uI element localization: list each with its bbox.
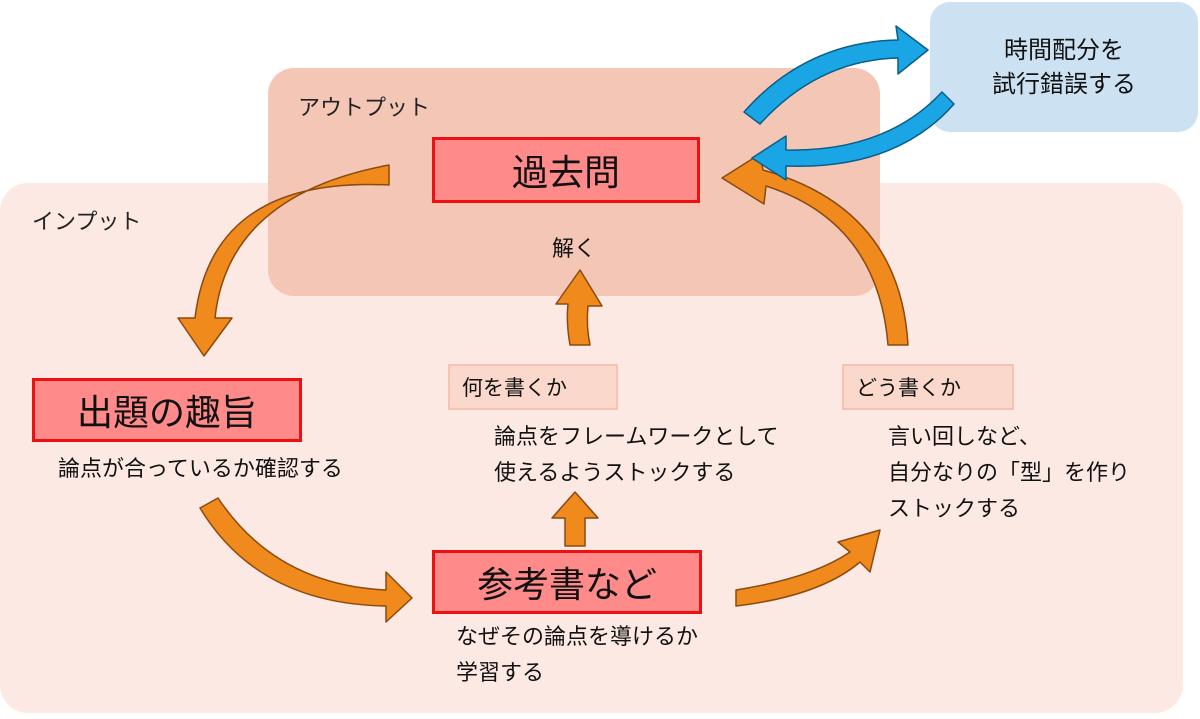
dou-desc-line-2: 自分なりの「型」を作り: [888, 461, 1131, 486]
kakomon-node: 過去問: [432, 137, 700, 203]
arrow-to-time-box: [743, 25, 929, 125]
nani-description: 論点をフレームワークとして 使えるようストックする: [494, 420, 779, 492]
sankousho-node: 参考書など: [432, 550, 702, 614]
arrow-nani-to-toku: [555, 269, 603, 346]
arrow-sankousho-to-dou: [735, 529, 881, 607]
sankousho-desc-line-2: 学習する: [456, 661, 545, 686]
time-allocation-box: 時間配分を 試行錯誤する: [930, 2, 1198, 132]
dou-desc-line-1: 言い回しなど、: [888, 425, 1041, 450]
shudai-node: 出題の趣旨: [32, 378, 302, 442]
output-region-label: アウトプット: [298, 96, 431, 121]
arrow-kakomon-to-shudai: [177, 164, 390, 357]
toku-label: 解く: [552, 237, 597, 262]
nani-wo-kaku-tag: 何を書くか: [448, 364, 618, 410]
arrow-sankousho-to-nani: [551, 491, 599, 547]
arrow-shudai-to-sankousho: [199, 497, 413, 623]
input-region-label: インプット: [32, 210, 142, 235]
dou-kaku-tag: どう書くか: [842, 364, 1014, 410]
sankousho-description: なぜその論点を導けるか 学習する: [456, 620, 698, 692]
dou-desc-line-3: ストックする: [888, 497, 1021, 522]
time-box-line-1: 時間配分を: [1004, 36, 1124, 64]
dou-description: 言い回しなど、 自分なりの「型」を作り ストックする: [888, 420, 1130, 528]
time-box-line-2: 試行錯誤する: [992, 70, 1136, 98]
nani-desc-line-2: 使えるようストックする: [494, 461, 736, 486]
sankousho-desc-line-1: なぜその論点を導けるか: [456, 625, 699, 650]
arrow-dou-to-kakomon: [721, 153, 909, 346]
shudai-description: 論点が合っているか確認する: [58, 457, 343, 482]
nani-desc-line-1: 論点をフレームワークとして: [494, 425, 779, 450]
arrow-from-time-box: [751, 91, 955, 181]
